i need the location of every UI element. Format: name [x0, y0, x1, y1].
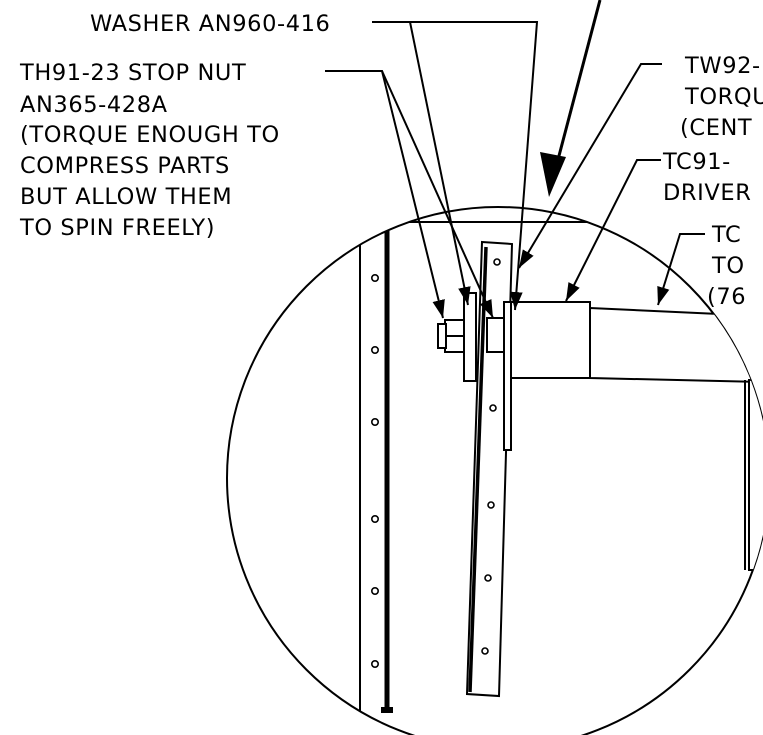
svg-text:AN365-428A: AN365-428A	[20, 92, 168, 118]
washer-label: WASHER AN960-416	[90, 11, 330, 37]
assembly-parts	[359, 219, 763, 720]
detail-circle	[226, 206, 763, 735]
svg-text:TH91-23 STOP NUT: TH91-23 STOP NUT	[19, 60, 246, 86]
washer	[463, 292, 477, 382]
svg-text:TC: TC	[711, 222, 741, 248]
svg-text:COMPRESS PARTS: COMPRESS PARTS	[20, 153, 230, 179]
stop-nut-label: TH91-23 STOP NUT AN365-428A (TORQUE ENOU…	[19, 60, 280, 241]
svg-text:TORQU: TORQU	[684, 84, 763, 110]
svg-text:TC91-: TC91-	[662, 149, 731, 175]
svg-text:(CENT: (CENT	[680, 115, 752, 141]
tc91-driver-label: TC91- DRIVER	[662, 149, 751, 206]
svg-text:TW92-: TW92-	[684, 53, 761, 79]
arm-hub	[510, 301, 591, 379]
panel-holes	[370, 273, 379, 668]
tw92-label: TW92- TORQU (CENT	[680, 53, 763, 141]
tilted-blade	[465, 240, 514, 698]
arm-tube	[589, 306, 763, 384]
tc-right-label: TC TO (76	[707, 222, 746, 310]
svg-text:(TORQUE ENOUGH TO: (TORQUE ENOUGH TO	[20, 122, 280, 148]
svg-text:(76: (76	[707, 284, 746, 310]
svg-text:BUT ALLOW THEM: BUT ALLOW THEM	[20, 184, 232, 210]
svg-text:DRIVER: DRIVER	[663, 180, 751, 206]
svg-text:TO: TO	[711, 253, 745, 279]
svg-text:TO SPIN FREELY): TO SPIN FREELY)	[19, 215, 215, 241]
